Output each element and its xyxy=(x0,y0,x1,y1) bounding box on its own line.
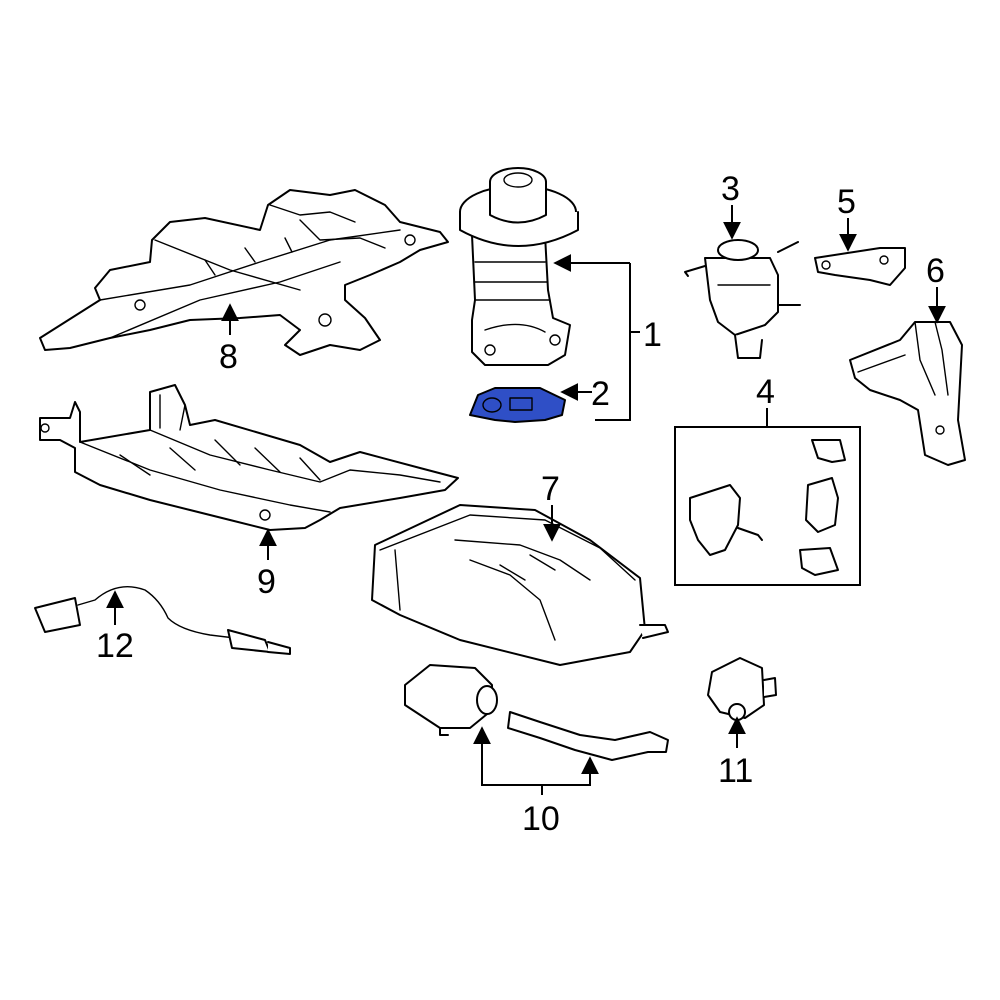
part-11-purge-solenoid[interactable] xyxy=(707,657,777,721)
callout-4: 4 xyxy=(756,373,775,411)
part-1-egr-valve[interactable] xyxy=(459,167,579,366)
part-10-filter-hose[interactable] xyxy=(404,664,669,761)
part-8-upper-shield[interactable] xyxy=(39,189,449,356)
callout-1: 1 xyxy=(643,316,662,354)
part-2-egr-gasket[interactable] xyxy=(469,387,566,423)
callout-2: 2 xyxy=(591,375,610,413)
part-5-bracket[interactable] xyxy=(814,247,906,286)
part-4-kit-box[interactable] xyxy=(674,426,861,586)
leader-lines xyxy=(106,205,946,795)
callout-3: 3 xyxy=(721,170,740,208)
callout-5: 5 xyxy=(837,183,856,221)
part-6-mount-bracket[interactable] xyxy=(849,321,966,466)
callout-6: 6 xyxy=(926,252,945,290)
part-7-evap-canister[interactable] xyxy=(371,504,669,666)
callout-12: 12 xyxy=(96,627,134,665)
part-9-lower-shield[interactable] xyxy=(39,384,459,531)
callout-7: 7 xyxy=(541,470,560,508)
callout-labels: 1 2 3 4 5 6 7 8 9 10 11 12 xyxy=(96,170,945,838)
part-3-vacuum-solenoid[interactable] xyxy=(684,239,801,359)
callout-10: 10 xyxy=(522,800,560,838)
callout-11: 11 xyxy=(718,752,753,790)
callout-8: 8 xyxy=(219,338,238,376)
callout-9: 9 xyxy=(257,563,276,601)
part-12-oxygen-sensor[interactable] xyxy=(34,586,291,655)
